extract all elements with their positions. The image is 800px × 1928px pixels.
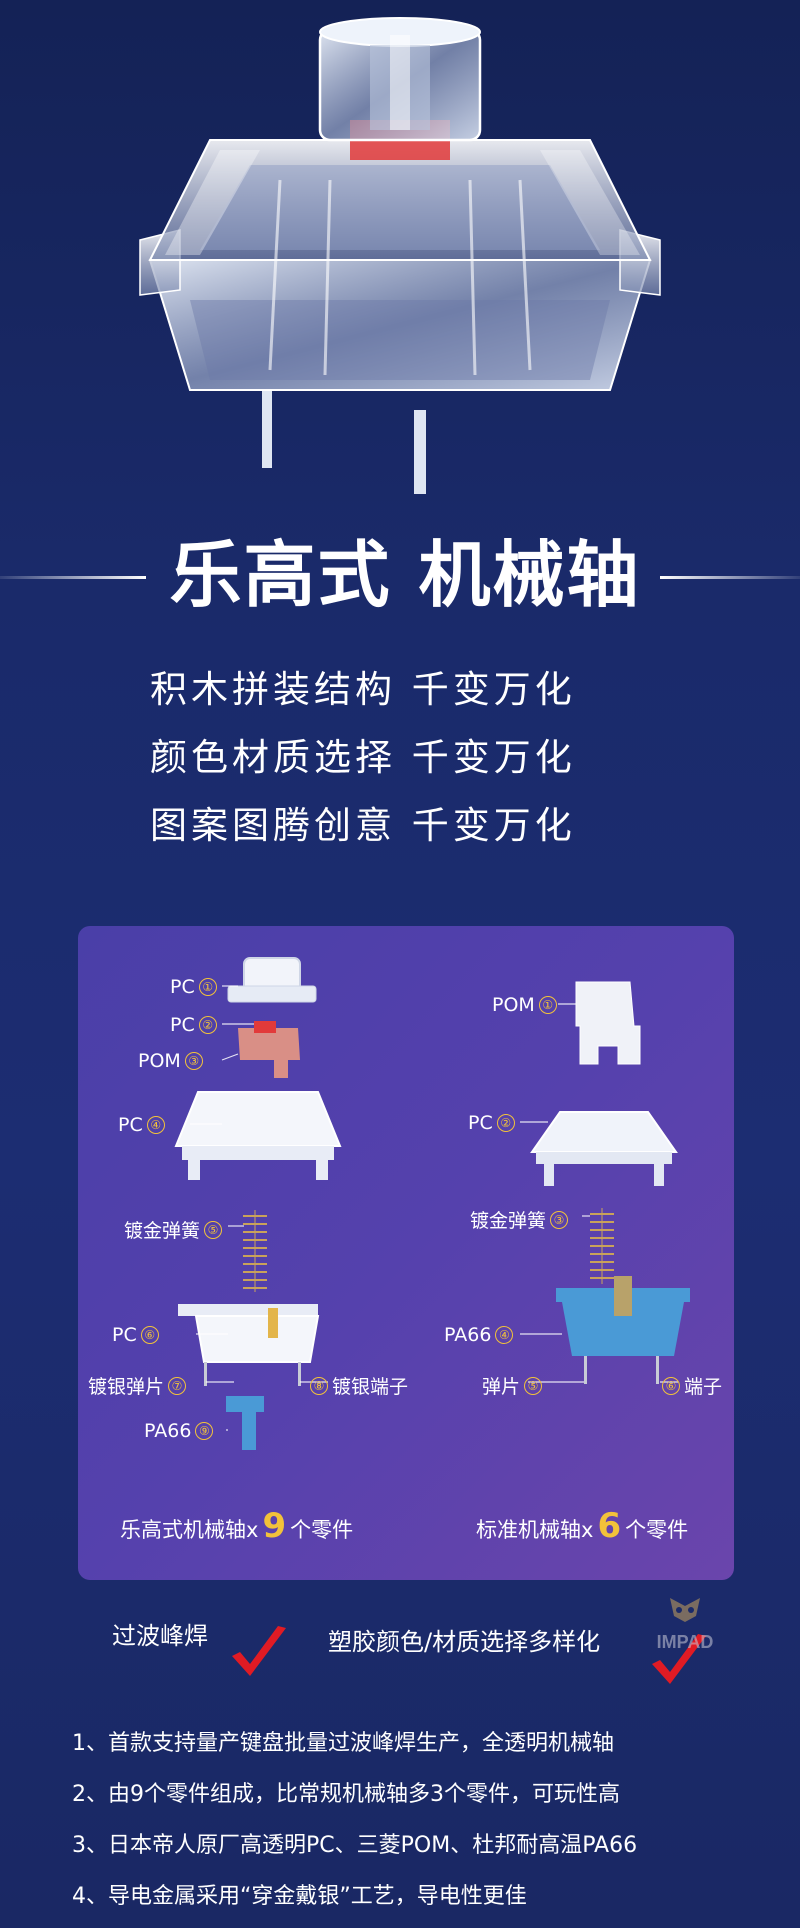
part-name: PA66 <box>144 1420 192 1442</box>
feature-notes: 1、首款支持量产键盘批量过波峰焊生产，全透明机械轴 2、由9个零件组成，比常规机… <box>72 1718 772 1922</box>
feature-row: 过波峰焊 塑胶颜色/材质选择多样化 <box>0 1596 800 1706</box>
part-number-badge: ⑥ <box>662 1376 680 1395</box>
right-spring-icon <box>590 1208 614 1284</box>
part-name: PA66 <box>444 1324 492 1346</box>
left-spring-icon <box>243 1210 267 1292</box>
part-number-badge: ② <box>198 1016 217 1034</box>
part-name: 端子 <box>684 1376 723 1398</box>
part-number-badge: ③ <box>184 1052 203 1070</box>
note-item: 4、导电金属采用“穿金戴银”工艺，导电性更佳 <box>72 1884 527 1909</box>
right-part-4-icon <box>556 1276 690 1384</box>
right-part-count: 6 <box>597 1506 622 1546</box>
part-number-badge: ③ <box>550 1210 569 1229</box>
part-number-badge: ⑧ <box>310 1376 328 1395</box>
exploded-parts-illustration <box>174 957 690 1450</box>
left-part-4-icon <box>174 1091 342 1180</box>
part-name: 弹片 <box>482 1376 521 1398</box>
part-name: PC <box>170 976 195 998</box>
part-number-badge: ⑨ <box>195 1422 214 1440</box>
part-number-badge: ④ <box>495 1326 514 1344</box>
title-divider-left <box>0 576 146 579</box>
left-part-1-icon <box>227 957 317 1003</box>
left-part-9-icon <box>226 1396 264 1450</box>
part-number-badge: ① <box>538 996 557 1014</box>
part-number-badge: ⑥ <box>140 1326 159 1344</box>
left-part-3-icon <box>238 1021 300 1078</box>
feature-material-choice: 塑胶颜色/材质选择多样化 <box>328 1628 601 1656</box>
check-icon <box>652 1634 706 1684</box>
right-part-2-icon <box>530 1111 678 1186</box>
part-number-badge: ② <box>496 1114 515 1132</box>
impad-watermark-logo: IMPAD <box>640 1592 730 1662</box>
part-name: 镀银弹片 <box>88 1376 165 1398</box>
part-number-badge: ① <box>198 978 217 996</box>
slogan-line: 图案图腾创意 千变万化 <box>150 804 576 847</box>
right-caption-prefix: 标准机械轴x <box>476 1518 594 1542</box>
left-part-6-icon <box>178 1304 320 1386</box>
note-item: 3、日本帝人原厂高透明PC、三菱POM、杜邦耐高温PA66 <box>72 1833 638 1858</box>
watermark-text: IMPAD <box>657 1632 714 1652</box>
title-row: 乐高式 机械轴 <box>0 530 800 620</box>
part-name: POM <box>138 1050 181 1072</box>
slogan-line: 积木拼装结构 千变万化 <box>150 668 576 711</box>
slogan-list: 积木拼装结构 千变万化 颜色材质选择 千变万化 图案图腾创意 千变万化 <box>150 656 670 860</box>
slogan-line: 颜色材质选择 千变万化 <box>150 736 576 779</box>
part-name: 镀金弹簧 <box>124 1220 201 1242</box>
check-icon <box>232 1626 286 1676</box>
part-name: 镀银端子 <box>332 1376 409 1398</box>
part-number-badge: ⑤ <box>204 1220 223 1239</box>
left-caption-prefix: 乐高式机械轴x <box>120 1518 259 1542</box>
part-name: PC <box>112 1324 137 1346</box>
hero-switch-image <box>0 0 800 510</box>
part-name: POM <box>492 994 535 1016</box>
feature-wave-soldering: 过波峰焊 <box>112 1622 208 1650</box>
part-name: PC <box>468 1112 493 1134</box>
part-name: PC <box>118 1114 143 1136</box>
part-name: PC <box>170 1014 195 1036</box>
right-part-1-icon <box>575 981 641 1065</box>
part-number-badge: ⑤ <box>524 1376 543 1395</box>
page-title: 乐高式 机械轴 <box>169 533 641 617</box>
note-item: 1、首款支持量产键盘批量过波峰焊生产，全透明机械轴 <box>72 1731 614 1756</box>
part-number-badge: ⑦ <box>168 1376 187 1395</box>
note-item: 2、由9个零件组成，比常规机械轴多3个零件，可玩性高 <box>72 1782 620 1807</box>
right-caption-suffix: 个零件 <box>625 1518 689 1542</box>
part-name: 镀金弹簧 <box>470 1210 547 1232</box>
left-part-count: 9 <box>262 1506 287 1546</box>
title-divider-right <box>660 576 800 579</box>
part-number-badge: ④ <box>146 1116 165 1134</box>
left-caption-suffix: 个零件 <box>290 1518 354 1542</box>
